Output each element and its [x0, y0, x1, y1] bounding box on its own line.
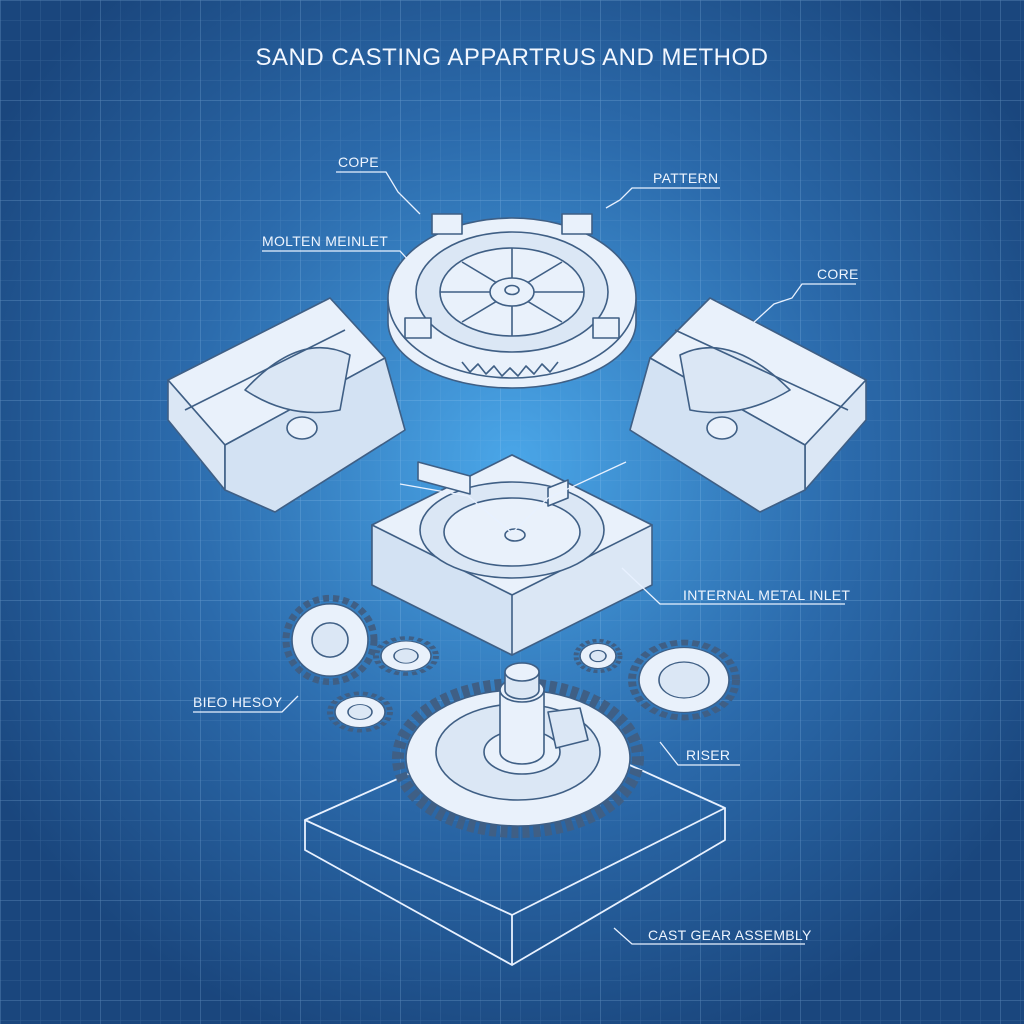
small-gear-3: [327, 691, 393, 733]
left-cope-block: [167, 297, 406, 513]
leader-inlet-a: [399, 483, 513, 534]
leader-inlet-b: [511, 461, 627, 534]
label-molten-meinlet: MOLTEN MEINLET: [262, 233, 389, 249]
right-drag-block: [629, 297, 867, 513]
label-internal-metal-inlet: INTERNAL METAL INLET: [683, 587, 851, 603]
leader-pattern: [605, 187, 720, 209]
leader-riser: [659, 741, 740, 766]
leader-core: [751, 283, 856, 325]
label-pattern: PATTERN: [653, 170, 719, 186]
label-core: CORE: [817, 266, 859, 282]
label-bieo-hesoy: BIEO HESOY: [193, 694, 283, 710]
label-riser: RISER: [686, 747, 731, 763]
leader-bieo: [193, 695, 299, 713]
leader-cast: [613, 927, 805, 945]
small-gear-4: [573, 638, 623, 674]
leader-lines: [193, 171, 856, 945]
small-gear-1: [282, 594, 378, 686]
small-gear-5: [628, 639, 740, 721]
label-cast-gear-assembly: CAST GEAR ASSEMBLY: [648, 927, 812, 943]
label-cope: COPE: [338, 154, 379, 170]
leader-molten: [262, 250, 411, 263]
leader-cope: [336, 171, 421, 215]
mold-box: [371, 454, 653, 656]
pattern-wheel: [387, 213, 637, 389]
large-gear: [392, 662, 644, 838]
small-gear-2: [373, 636, 439, 676]
leader-internal: [621, 567, 845, 605]
diagram-title: SAND CASTING APPARTRUS AND METHOD: [255, 44, 769, 71]
